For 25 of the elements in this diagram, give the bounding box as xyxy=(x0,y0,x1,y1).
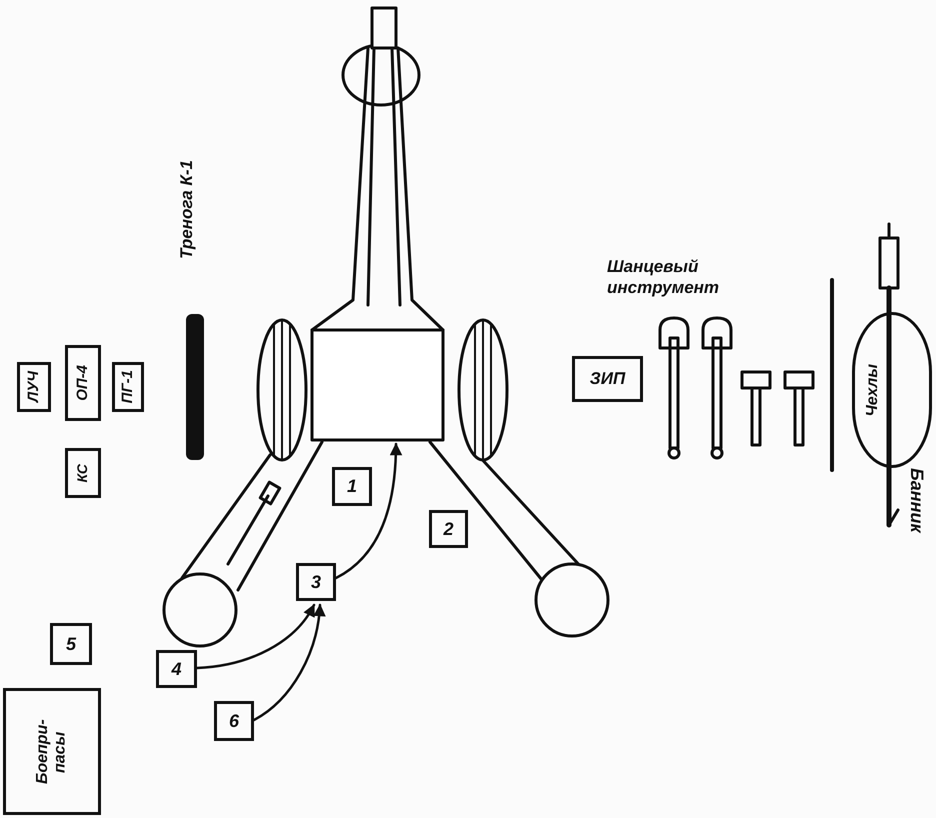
text-label: Тренога К-1 xyxy=(178,160,197,260)
cover-label: Чехлы xyxy=(864,364,882,416)
box-text: ЛУЧ xyxy=(26,371,42,403)
equipment-label xyxy=(65,345,101,421)
box-text: Боепри- пасы xyxy=(34,718,70,786)
ammunition-label xyxy=(3,688,101,815)
arrow xyxy=(252,604,326,722)
equipment-label xyxy=(65,448,101,498)
equipment-label: ЗИП xyxy=(572,356,643,402)
gun-carriage-body xyxy=(310,328,444,442)
position-number: 4 xyxy=(156,650,197,688)
arrow xyxy=(334,442,402,580)
text-label: Банник xyxy=(906,468,926,533)
position-number: 2 xyxy=(429,510,468,548)
box-text: ОП-4 xyxy=(74,365,92,401)
text-label: Шанцевый инструмент xyxy=(607,256,720,298)
equipment-label xyxy=(112,362,144,412)
box-text: КС xyxy=(75,464,91,482)
position-number: 6 xyxy=(214,701,254,741)
box-text: ПГ-1 xyxy=(120,370,136,404)
arrow xyxy=(196,604,316,670)
position-number: 3 xyxy=(296,563,336,601)
equipment-label xyxy=(17,362,51,412)
position-number: 5 xyxy=(50,623,92,665)
position-number: 1 xyxy=(332,467,372,506)
